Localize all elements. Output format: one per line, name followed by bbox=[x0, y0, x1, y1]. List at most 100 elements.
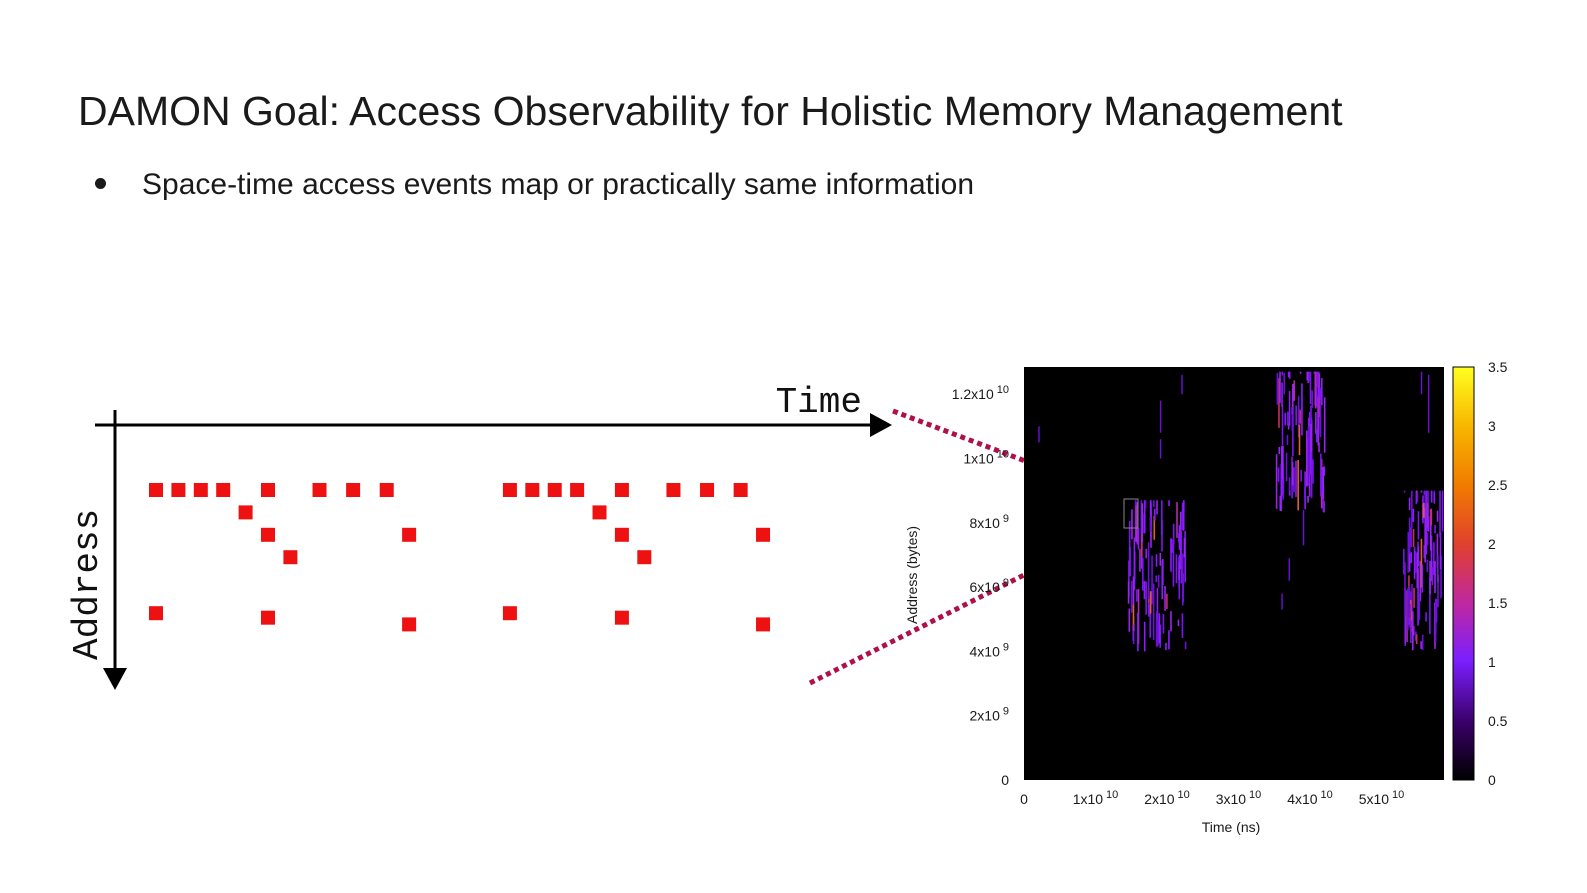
heatmap-streak bbox=[1281, 371, 1284, 376]
heatmap-streak bbox=[1288, 391, 1291, 426]
heatmap-streak bbox=[1132, 604, 1135, 631]
heatmap-streak bbox=[1318, 442, 1320, 453]
heatmap-streak bbox=[1145, 581, 1147, 615]
access-event-mark bbox=[525, 483, 540, 497]
address-arrow-icon bbox=[103, 668, 127, 690]
heatmap-streak bbox=[1292, 384, 1294, 421]
heatmap-streak bbox=[1418, 592, 1421, 621]
heatmap-streak bbox=[1170, 538, 1172, 572]
access-event-mark bbox=[216, 483, 231, 497]
heatmap-streak bbox=[1433, 542, 1435, 576]
heatmap-streak bbox=[1412, 626, 1415, 636]
heatmap-streak bbox=[1287, 371, 1290, 378]
heatmap-streak bbox=[1143, 500, 1146, 534]
heatmap-streak bbox=[1140, 500, 1143, 534]
heatmap-streak bbox=[1315, 429, 1318, 443]
heatmap-streak bbox=[1176, 502, 1178, 538]
heatmap-streak bbox=[1435, 607, 1438, 623]
heatmap-streak bbox=[1181, 374, 1183, 395]
heatmap-streak bbox=[1312, 459, 1314, 484]
access-event-mark bbox=[502, 483, 517, 497]
heatmap-streak bbox=[1436, 599, 1438, 607]
access-event-mark bbox=[283, 550, 298, 565]
heatmap-streak bbox=[1320, 453, 1322, 497]
heatmap-streak bbox=[1278, 446, 1281, 454]
heatmap-streak bbox=[1129, 547, 1131, 577]
heatmap-streak bbox=[1423, 544, 1426, 559]
heatmap-streak bbox=[1441, 490, 1444, 532]
heatmap-streak bbox=[1315, 412, 1317, 434]
heatmap-streak bbox=[1172, 523, 1175, 545]
heatmap-streak bbox=[1410, 552, 1413, 564]
heatmap-streak bbox=[1426, 533, 1429, 546]
heatmap-streak bbox=[1181, 502, 1184, 531]
colorbar bbox=[1452, 366, 1475, 781]
heatmap-streak bbox=[1419, 561, 1422, 602]
heatmap-streak bbox=[1404, 588, 1407, 646]
heatmap-streak bbox=[1155, 575, 1158, 583]
heatmap-streak bbox=[1178, 580, 1181, 600]
heatmap-streak bbox=[1322, 466, 1325, 499]
heatmap-streak bbox=[1281, 382, 1283, 407]
heatmap-streak bbox=[1281, 593, 1283, 610]
heatmap-streak bbox=[1133, 537, 1136, 583]
heatmap-streak bbox=[1288, 558, 1290, 581]
heatmap-streak bbox=[1147, 542, 1150, 599]
heatmap-streak bbox=[1406, 590, 1408, 642]
heatmap-streak bbox=[1317, 371, 1320, 397]
heatmap-streak bbox=[1184, 641, 1187, 650]
heatmap-streak bbox=[1436, 533, 1439, 567]
heatmap-streak bbox=[1291, 461, 1294, 486]
heatmap-streak bbox=[1168, 500, 1170, 507]
bullet-dot-icon bbox=[95, 177, 106, 189]
heatmap-streak bbox=[1300, 469, 1302, 482]
x-axis-label: Time (ns) bbox=[1202, 819, 1261, 835]
heatmap-streak bbox=[1177, 619, 1180, 627]
access-event-mark bbox=[379, 483, 394, 497]
access-event-mark bbox=[402, 617, 417, 632]
access-event-mark bbox=[614, 610, 629, 625]
slide-title: DAMON Goal: Access Observability for Hol… bbox=[78, 88, 1343, 134]
heatmap-streak bbox=[1426, 490, 1429, 504]
time-arrow-icon bbox=[870, 413, 892, 437]
heatmap-streak bbox=[1155, 611, 1158, 647]
heatmap-streak bbox=[1159, 439, 1162, 459]
heatmap-streak bbox=[1439, 532, 1442, 570]
heatmap-streak bbox=[1440, 555, 1442, 599]
heatmap-streak bbox=[1155, 554, 1158, 567]
heatmap-streak bbox=[1421, 634, 1424, 650]
heatmap-streak bbox=[1143, 621, 1146, 652]
heatmap-streak bbox=[1420, 641, 1422, 650]
heatmap-streak bbox=[1281, 445, 1284, 479]
heatmap-streak bbox=[1434, 561, 1436, 594]
access-event-mark bbox=[502, 606, 517, 621]
heatmap-streak bbox=[1182, 500, 1185, 531]
heatmap-streak bbox=[1295, 405, 1297, 426]
heatmap-streak bbox=[1159, 624, 1161, 648]
colorbar-tick-label: 0 bbox=[1488, 772, 1496, 788]
heatmap-streak bbox=[1285, 452, 1288, 482]
heatmap-streak bbox=[1408, 585, 1411, 618]
heatmap-streak bbox=[1166, 593, 1168, 609]
access-event-mark bbox=[171, 483, 186, 497]
heatmap-streak bbox=[1170, 611, 1172, 632]
heatmap-streak bbox=[1293, 467, 1295, 493]
heatmap-streak bbox=[1148, 594, 1150, 617]
heatmap-streak bbox=[1411, 490, 1413, 528]
access-event-mark bbox=[700, 483, 715, 497]
heatmap-streak bbox=[1183, 538, 1186, 558]
heatmap-streak bbox=[1136, 502, 1139, 545]
heatmap-streak bbox=[1424, 507, 1426, 563]
colorbar-tick-label: 0.5 bbox=[1488, 713, 1508, 729]
heatmap-streak bbox=[1137, 612, 1139, 652]
heatmap-streak bbox=[1299, 371, 1302, 374]
heatmap-streak bbox=[1408, 551, 1411, 572]
heatmap-streak bbox=[1283, 372, 1286, 395]
heatmap-streak bbox=[1159, 552, 1162, 566]
